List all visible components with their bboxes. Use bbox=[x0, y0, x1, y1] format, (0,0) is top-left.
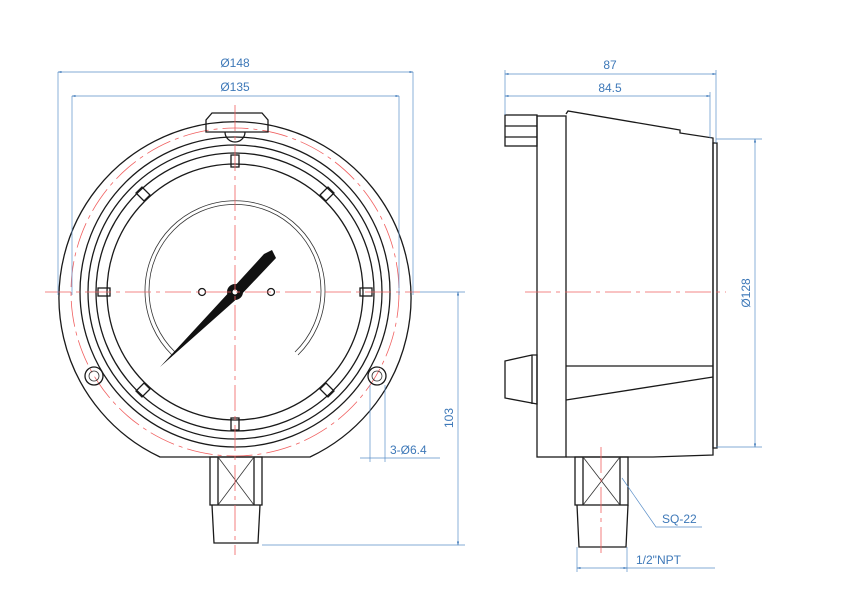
bottom-lug bbox=[504, 354, 538, 405]
dim-window-diameter: Ø128 bbox=[739, 278, 753, 308]
socket-side bbox=[574, 456, 629, 548]
back-flange bbox=[536, 115, 567, 458]
front-view bbox=[45, 105, 420, 555]
top-vent-plug bbox=[205, 112, 269, 143]
case-body bbox=[565, 110, 714, 458]
dim-bolt-circle: Ø135 bbox=[220, 80, 250, 94]
side-view bbox=[504, 110, 726, 555]
dim-outer-diameter: Ø148 bbox=[220, 56, 250, 70]
pointer bbox=[160, 250, 276, 367]
dim-mounting-holes: 3-Ø6.4 bbox=[390, 443, 427, 457]
mounting-hole-right bbox=[367, 366, 387, 386]
window-rim bbox=[712, 142, 718, 449]
front-dimensions: Ø148 Ø135 103 3-Ø6.4 bbox=[57, 56, 465, 546]
outer-case bbox=[58, 121, 412, 458]
dim-total-depth: 87 bbox=[603, 58, 617, 72]
dim-height: 103 bbox=[442, 408, 456, 428]
mounting-hole-left bbox=[84, 366, 104, 386]
socket-front bbox=[209, 456, 263, 544]
dim-case-depth: 84.5 bbox=[598, 81, 622, 95]
dim-thread: 1/2"NPT bbox=[636, 553, 682, 567]
side-dimensions: 87 84.5 Ø128 SQ-22 1/2"NPT bbox=[504, 58, 762, 572]
dim-wrench-flat: SQ-22 bbox=[662, 512, 697, 526]
top-lug bbox=[504, 114, 538, 147]
